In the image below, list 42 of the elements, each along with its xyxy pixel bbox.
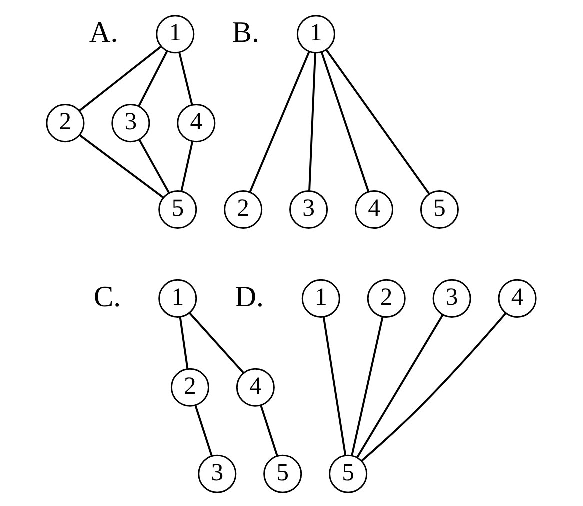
- label: C.: [94, 281, 122, 314]
- node-circle: 3: [198, 454, 237, 494]
- node-circle: 3: [290, 190, 328, 230]
- connector: [78, 46, 162, 112]
- node-circle: 4: [177, 104, 216, 143]
- connector: [178, 52, 194, 106]
- node-circle: 2: [170, 368, 210, 407]
- connector: [179, 317, 189, 370]
- node-circle: 1: [158, 279, 198, 318]
- node-circle: 1: [302, 279, 340, 318]
- connector: [356, 314, 444, 458]
- connector: [361, 312, 507, 462]
- connector: [351, 316, 384, 456]
- node-circle: 5: [329, 454, 368, 494]
- node-circle: 2: [224, 190, 263, 230]
- node-circle: 4: [498, 279, 537, 318]
- connector: [138, 51, 168, 107]
- connector: [138, 139, 170, 194]
- node-circle: 5: [264, 454, 302, 494]
- label: A.: [89, 17, 118, 50]
- connector: [79, 134, 164, 198]
- connector: [194, 405, 213, 457]
- label: D.: [235, 281, 264, 314]
- connector: [249, 52, 310, 193]
- connector: [260, 405, 278, 457]
- node-circle: 2: [46, 104, 85, 143]
- node-circle: 2: [367, 279, 406, 318]
- node-circle: 5: [420, 190, 459, 230]
- node-circle: 1: [156, 15, 195, 54]
- connector: [322, 317, 347, 456]
- node-circle: 5: [158, 190, 198, 230]
- node-circle: 1: [296, 15, 336, 54]
- label: B.: [232, 17, 260, 50]
- node-circle: 4: [236, 368, 275, 407]
- connector: [320, 52, 370, 192]
- connector: [188, 312, 244, 374]
- connector: [180, 141, 194, 192]
- node-circle: 3: [112, 104, 150, 143]
- connector: [308, 53, 316, 191]
- node-circle: 3: [432, 279, 472, 318]
- connector: [326, 50, 430, 194]
- node-circle: 4: [355, 190, 394, 230]
